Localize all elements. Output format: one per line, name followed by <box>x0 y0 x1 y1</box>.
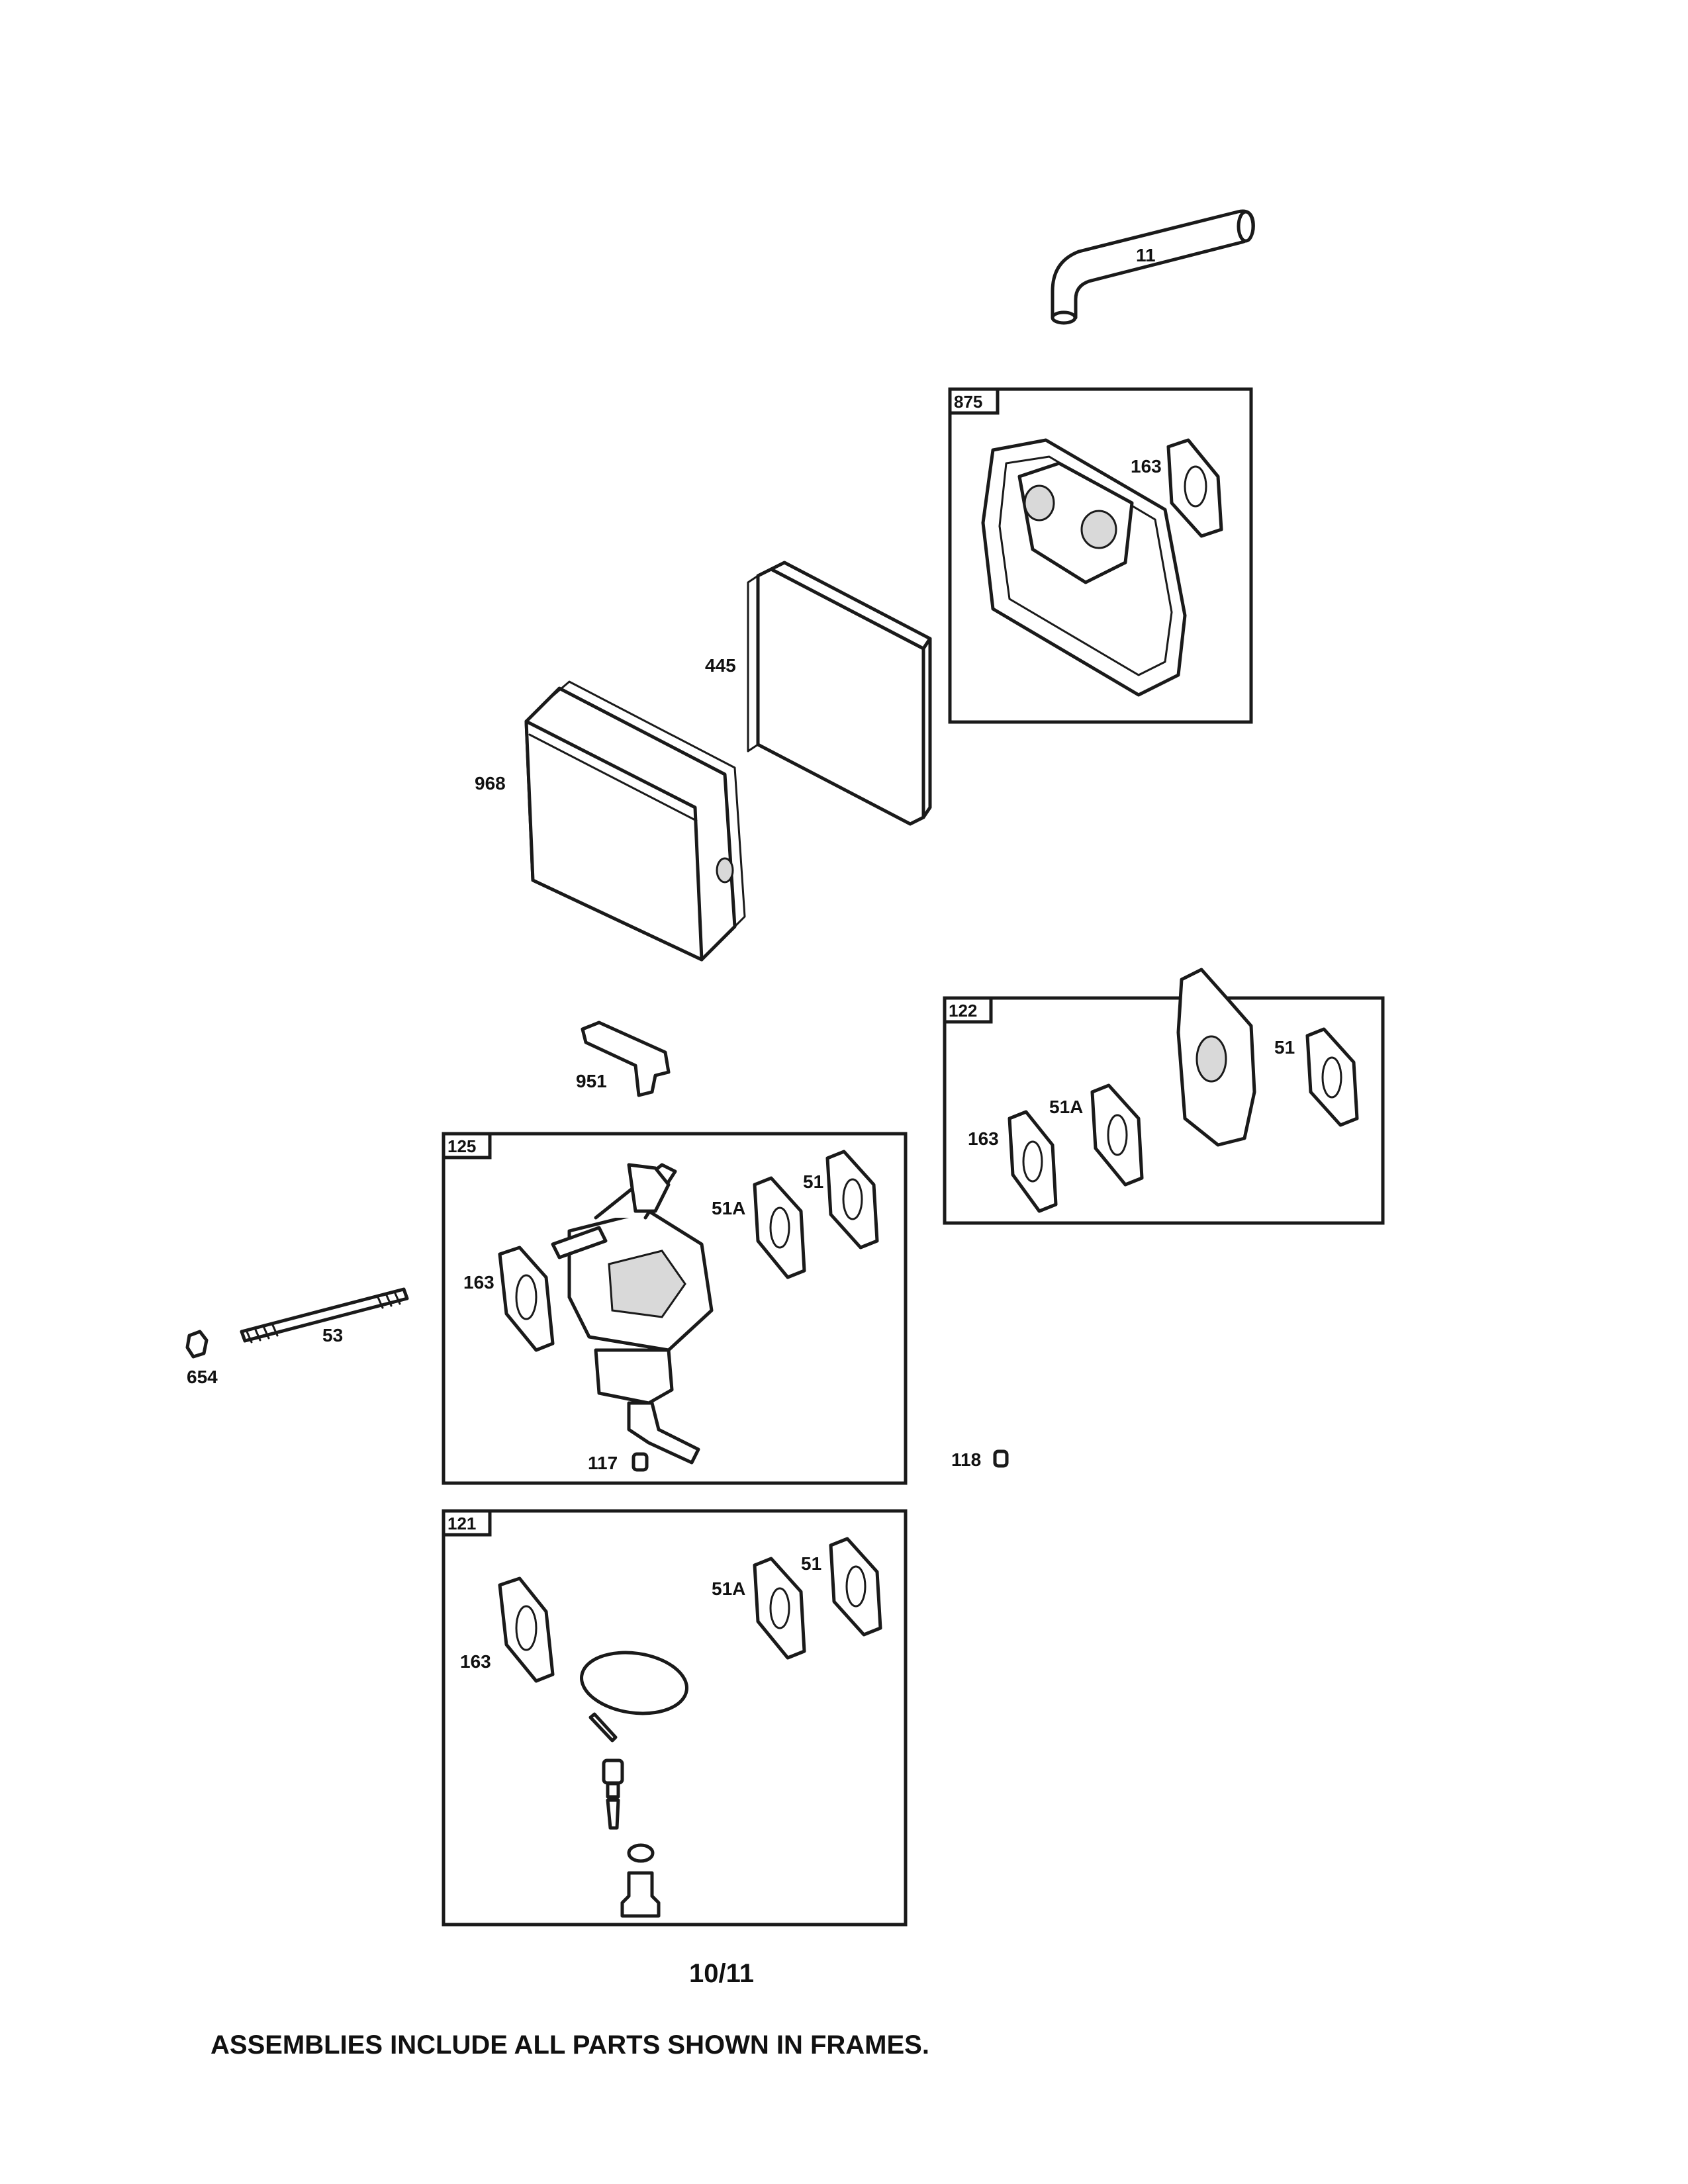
frame-122-tag: 122 <box>949 1001 977 1021</box>
air-cleaner-cover-part <box>524 680 746 962</box>
frame-875-tag: 875 <box>954 392 982 412</box>
gasket-51-kit-part <box>829 1537 882 1637</box>
frame-875-tag-box <box>948 387 1000 415</box>
frame-122-tag-box <box>943 996 993 1024</box>
frame-121 <box>442 1509 908 1927</box>
gasket-163-kit-part <box>498 1576 555 1683</box>
washer-part <box>627 1843 655 1863</box>
frame-125-tag-box <box>442 1132 492 1160</box>
callout-121-51A: 51A <box>712 1578 745 1599</box>
callout-125-51: 51 <box>803 1171 823 1192</box>
bracket-951-part <box>581 1021 671 1097</box>
gasket-163-spacer-part <box>1008 1110 1058 1213</box>
frame-875 <box>948 387 1253 724</box>
frame-122 <box>943 996 1385 1225</box>
callout-122-51A: 51A <box>1049 1097 1083 1117</box>
gasket-51A-carb-part <box>753 1176 806 1279</box>
air-filter-part <box>747 561 932 826</box>
callout-121-51: 51 <box>801 1553 821 1574</box>
fitting-118-part <box>993 1449 1009 1468</box>
o-ring-part <box>580 1651 688 1715</box>
bowl-bolt-part <box>620 1871 661 1918</box>
callout-445: 445 <box>705 655 736 676</box>
callout-125-163: 163 <box>463 1272 494 1293</box>
callout-53: 53 <box>322 1325 343 1345</box>
gasket-51-carb-part <box>825 1150 879 1250</box>
callout-875-163: 163 <box>1131 456 1162 477</box>
frame-125 <box>442 1132 908 1485</box>
callout-951: 951 <box>576 1071 607 1091</box>
gasket-51A-kit-part <box>753 1557 806 1660</box>
callout-968: 968 <box>475 773 506 794</box>
callout-118: 118 <box>951 1449 981 1470</box>
gasket-51-spacer-part <box>1305 1027 1359 1127</box>
intake-spacer-part <box>1176 968 1256 1147</box>
frame-121-tag-box <box>442 1509 492 1537</box>
callout-125-51A: 51A <box>712 1198 745 1218</box>
carburetor-part <box>551 1163 714 1465</box>
gasket-163-carb-part <box>498 1246 555 1352</box>
fitting-117-part <box>632 1452 649 1472</box>
callout-117: 117 <box>588 1453 618 1473</box>
frame-121-tag: 121 <box>447 1514 476 1533</box>
callout-121-163: 163 <box>460 1651 491 1672</box>
breather-tube-part <box>1051 209 1255 325</box>
jet-part <box>602 1758 624 1830</box>
air-cleaner-base-part <box>981 438 1187 697</box>
nut-654-part <box>185 1330 209 1359</box>
assemblies-footnote: ASSEMBLIES INCLUDE ALL PARTS SHOWN IN FR… <box>211 2030 929 2060</box>
gasket-51A-spacer-part <box>1090 1083 1144 1187</box>
callout-122-51: 51 <box>1274 1037 1295 1058</box>
frame-125-tag: 125 <box>447 1136 476 1156</box>
callout-122-163: 163 <box>968 1128 999 1149</box>
stud-53-part <box>240 1287 409 1343</box>
page-number: 10/11 <box>689 1959 754 1988</box>
gasket-163-base-part <box>1166 438 1223 538</box>
needle-part <box>588 1712 618 1743</box>
callout-654: 654 <box>187 1367 218 1387</box>
callout-11: 11 <box>1136 245 1156 265</box>
